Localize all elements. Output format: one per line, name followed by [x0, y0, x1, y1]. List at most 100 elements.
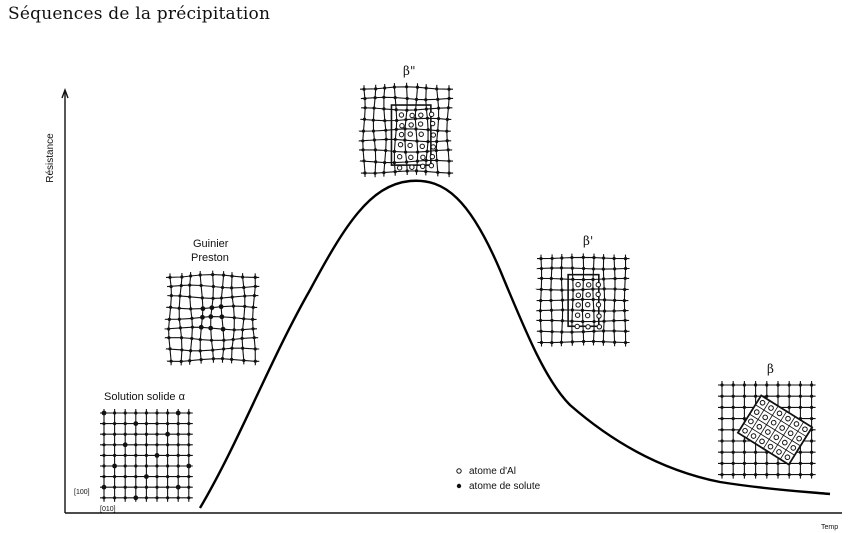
lattice-node	[623, 318, 627, 323]
y-axis-label: Résistance	[45, 133, 56, 183]
lattice-node	[392, 149, 397, 154]
lattice-node	[222, 273, 226, 277]
lattice-node	[113, 432, 117, 436]
al-atom	[408, 122, 414, 128]
solute-atom	[133, 421, 139, 426]
al-atom	[574, 323, 580, 330]
lattice-node	[231, 337, 235, 342]
lattice-node	[581, 255, 585, 260]
lattice-node	[382, 171, 386, 175]
lattice-node	[549, 298, 553, 303]
lattice-node	[591, 297, 595, 302]
lattice-node	[570, 330, 574, 334]
lattice-node	[168, 305, 173, 309]
lattice-node	[200, 296, 204, 300]
lattice-node	[179, 336, 184, 340]
lattice-node	[123, 475, 127, 479]
lattice-node	[559, 266, 564, 270]
lattice-node	[168, 275, 172, 279]
lattice-node	[720, 428, 724, 432]
lattice-node	[550, 318, 554, 323]
solute-atom	[220, 326, 226, 332]
lattice-node	[393, 137, 397, 142]
al-atom	[407, 131, 413, 137]
lattice-node	[570, 266, 574, 270]
al-atom	[399, 123, 405, 129]
al-atom	[418, 112, 424, 118]
al-atom	[595, 302, 602, 308]
lattice-node	[414, 97, 419, 101]
lattice-node	[211, 296, 215, 300]
lattice-node	[810, 439, 814, 443]
lattice-node	[538, 309, 543, 313]
lattice-node	[134, 475, 138, 479]
lattice-node	[187, 422, 191, 426]
lattice-node	[155, 422, 159, 426]
lattice-node	[602, 319, 606, 323]
lattice-node	[176, 464, 180, 468]
al-atom	[584, 312, 591, 319]
lattice-node	[180, 275, 184, 279]
lattice-node	[176, 432, 180, 436]
lattice-node	[426, 128, 430, 132]
al-atom	[585, 301, 591, 308]
al-atom	[784, 454, 791, 461]
lattice-node	[776, 383, 780, 387]
lattice-node	[559, 277, 564, 281]
lattice-node	[613, 298, 617, 302]
al-atom	[776, 449, 782, 455]
lattice-node	[166, 464, 170, 468]
lattice-node	[373, 96, 377, 100]
lattice-node	[742, 439, 747, 443]
al-atom	[585, 282, 592, 288]
al-atom	[768, 405, 774, 411]
lattice-node	[570, 340, 574, 344]
al-atom	[765, 429, 771, 435]
al-atom	[759, 399, 766, 406]
lattice-node	[560, 319, 564, 323]
lattice-node	[167, 336, 171, 340]
lattice-node	[612, 319, 616, 323]
lattice-node	[581, 319, 585, 324]
al-atom	[770, 419, 777, 426]
al-atom	[409, 164, 415, 170]
lattice-node	[134, 464, 138, 468]
lattice-node	[560, 256, 564, 260]
lattice-node	[188, 359, 192, 363]
lattice-node	[754, 461, 758, 465]
lattice-node	[539, 257, 543, 261]
lattice-node	[539, 287, 543, 291]
strength-curve	[198, 179, 831, 509]
lattice-node	[798, 405, 803, 409]
solute-atom	[218, 304, 224, 310]
lattice-node	[425, 116, 429, 120]
solute-atom	[165, 431, 171, 437]
solute-atom	[209, 305, 215, 311]
stage-label-alpha: Solution solide α	[104, 391, 186, 403]
al-atom	[430, 132, 437, 138]
lattice-node	[765, 473, 769, 477]
solute-atom	[101, 410, 107, 416]
lattice-node	[177, 306, 181, 310]
al-atom	[575, 281, 581, 288]
lattice-node	[570, 308, 574, 312]
lattice-node	[231, 304, 236, 308]
lattice-node	[591, 287, 595, 291]
lattice-node	[187, 443, 191, 447]
lattice-node	[435, 158, 439, 162]
lattice-node	[720, 473, 724, 477]
lattice-node	[404, 85, 409, 89]
marker-010: [010]	[100, 506, 116, 513]
lattice-node	[731, 417, 735, 421]
lattice-node	[167, 317, 171, 321]
lattice-node	[134, 411, 138, 415]
lattice-node	[230, 286, 234, 290]
lattice-node	[445, 129, 449, 133]
lattice-node	[447, 96, 451, 101]
lattice-node	[592, 329, 596, 333]
lattice-node	[425, 149, 429, 153]
lattice-node	[720, 461, 724, 465]
lattice-node	[549, 288, 553, 292]
solute-atom	[208, 325, 214, 331]
lattice-node	[144, 464, 148, 468]
